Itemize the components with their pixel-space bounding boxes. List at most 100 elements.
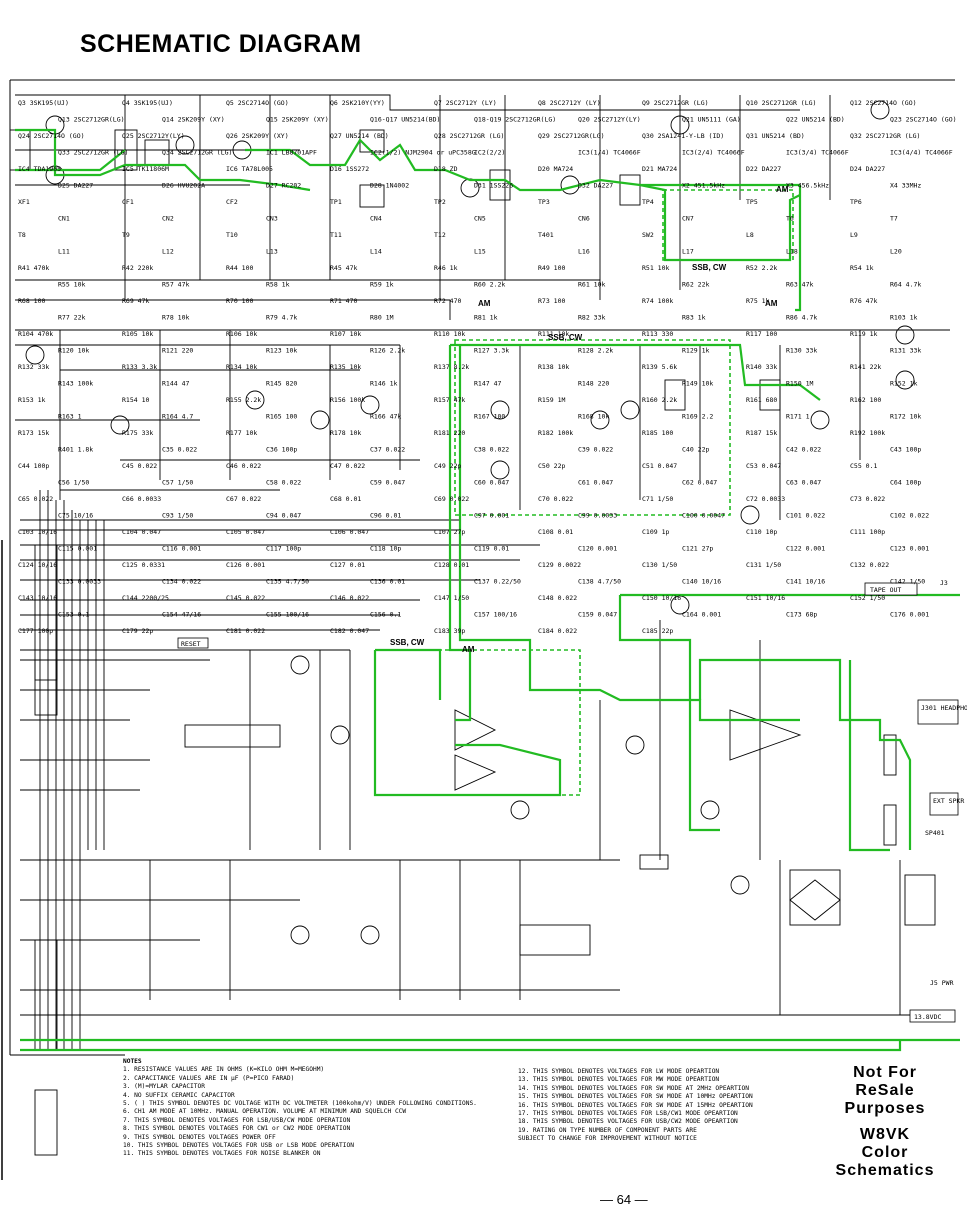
- component-label-capacitors: C47 0.022: [330, 462, 365, 470]
- note-line: 18. THIS SYMBOL DENOTES VOLTAGES FOR USB…: [518, 1118, 738, 1126]
- component-label-resistors: R135 10k: [330, 363, 361, 371]
- component-label-capacitors: C109 1p: [642, 528, 669, 536]
- component-label-resistors: R131 33k: [890, 347, 921, 355]
- component-label-resistors: R123 10k: [266, 347, 297, 355]
- component-label-capacitors: C75 10/16: [58, 512, 93, 520]
- ext-spkr-box: [929, 792, 959, 816]
- notes-right-column: 12. THIS SYMBOL DENOTES VOLTAGES FOR LW …: [518, 1068, 753, 1144]
- stamp-line-1: Not For: [853, 1064, 917, 1081]
- component-label-connectors: CN2: [162, 215, 174, 223]
- component-label-capacitors: C137 0.22/50: [474, 578, 521, 586]
- component-label-resistors: R185 100: [642, 429, 673, 437]
- component-label-connectors: CN6: [578, 215, 590, 223]
- component-label-transistors: Q25 2SC2712Y(LY): [122, 132, 185, 140]
- component-label-test_points: TP4: [642, 198, 654, 206]
- component-label-capacitors: C132 0.022: [850, 561, 889, 569]
- component-label-resistors: R401 1.8k: [58, 446, 93, 454]
- note-line: 12. THIS SYMBOL DENOTES VOLTAGES FOR LW …: [518, 1068, 720, 1075]
- component-label-diodes: D31 1SS226: [474, 182, 513, 190]
- component-label-resistors: R61 10k: [578, 281, 605, 289]
- component-label-diodes: D27 RC202: [266, 182, 301, 190]
- component-label-resistors: R141 22k: [850, 363, 881, 371]
- component-label-resistors: R107 10k: [330, 330, 361, 338]
- component-label-capacitors: C39 0.022: [578, 446, 613, 454]
- component-label-resistors: R78 10k: [162, 314, 189, 322]
- component-label-resistors: R49 100: [538, 264, 565, 272]
- ssb-cw-label-3: SSB, CW: [390, 638, 425, 647]
- component-label-capacitors: C159 0.047: [578, 611, 617, 619]
- component-label-connectors: CN3: [266, 215, 278, 223]
- component-label-transistors: Q6 2SK210Y(YY): [330, 99, 385, 107]
- component-label-crystals: X3 456.5kHz: [786, 182, 829, 190]
- component-label-capacitors: C122 0.001: [786, 545, 825, 553]
- component-label-resistors: R137 8.2k: [434, 363, 469, 371]
- stamp-line-4: W8VK: [859, 1126, 911, 1143]
- notes-left-column: 1. RESISTANCE VALUES ARE IN OHMS (K=KILO…: [123, 1066, 477, 1158]
- component-label-test_points: TP6: [850, 198, 862, 206]
- component-label-capacitors: C134 0.022: [162, 578, 201, 586]
- page-title: SCHEMATIC DIAGRAM: [80, 30, 362, 58]
- component-label-resistors: R149 10k: [682, 380, 713, 388]
- component-label-resistors: R46 1k: [434, 264, 458, 272]
- component-label-resistors: R55 10k: [58, 281, 85, 289]
- component-label-capacitors: C124 10/16: [18, 561, 57, 569]
- component-label-resistors: R60 2.2k: [474, 281, 505, 289]
- component-label-resistors: R167 100: [474, 413, 505, 421]
- component-label-inductors: L11: [58, 248, 70, 256]
- component-label-capacitors: C61 0.047: [578, 479, 613, 487]
- component-label-resistors: R73 100: [538, 297, 565, 305]
- component-label-resistors: R128 2.2k: [578, 347, 613, 355]
- component-label-capacitors: C42 0.022: [786, 446, 821, 454]
- component-label-capacitors: C97 0.001: [474, 512, 509, 520]
- component-label-resistors: R187 15k: [746, 429, 777, 437]
- component-label-capacitors: C184 0.022: [538, 627, 577, 635]
- component-label-ics: IC3(4/4) TC4066F: [890, 149, 953, 157]
- component-label-capacitors: C63 0.047: [786, 479, 821, 487]
- component-label-transistors: Q26 2SK209Y (XY): [226, 132, 289, 140]
- component-label-capacitors: C119 0.01: [474, 545, 509, 553]
- component-label-diodes: D28 1N4002: [370, 182, 409, 190]
- tape-out-box: [864, 582, 918, 596]
- component-label-resistors: R64 4.7k: [890, 281, 921, 289]
- note-line: 17. THIS SYMBOL DENOTES VOLTAGES FOR LSB…: [518, 1110, 738, 1118]
- note-line: 19. RATING ON TYPE NUMBER OF COMPONENT P…: [518, 1126, 697, 1134]
- component-label-capacitors: C130 1/50: [642, 561, 677, 569]
- component-label-transformers: T12: [434, 231, 446, 239]
- ssb-cw-label-2: SSB, CW: [548, 333, 583, 342]
- component-label-capacitors: C53 0.047: [746, 462, 781, 470]
- component-label-capacitors: C55 0.1: [850, 462, 877, 470]
- component-label-diodes: D26 HVU202A: [162, 182, 205, 190]
- component-label-diodes: D25 DA227: [58, 182, 93, 190]
- component-label-capacitors: C155 100/16: [266, 611, 309, 619]
- note-line: 8. THIS SYMBOL DENOTES VOLTAGES FOR CW1 …: [123, 1125, 351, 1133]
- component-label-capacitors: C177 100p: [18, 627, 53, 635]
- component-label-capacitors: C176 0.001: [890, 611, 929, 619]
- component-label-resistors: R129 1k: [682, 347, 709, 355]
- component-label-resistors: R155 2.2k: [226, 396, 261, 404]
- am-label-1: AM: [776, 185, 789, 194]
- component-label-resistors: R103 1k: [890, 314, 917, 322]
- component-label-crystals: X2 451.5kHz: [682, 182, 725, 190]
- component-label-ics: IC3(1/4) TC4066F: [578, 149, 641, 157]
- component-label-capacitors: C50 22p: [538, 462, 565, 470]
- component-label-resistors: R57 47k: [162, 281, 189, 289]
- component-label-inductors: L13: [266, 248, 278, 256]
- component-label-resistors: R134 10k: [226, 363, 257, 371]
- component-label-capacitors: C100 0.0047: [682, 512, 725, 520]
- component-label-capacitors: C146 0.022: [330, 594, 369, 602]
- component-label-capacitors: C127 0.01: [330, 561, 365, 569]
- component-label-resistors: R119 1k: [850, 330, 877, 338]
- note-line: 2. CAPACITANCE VALUES ARE IN µF (P=PICO …: [123, 1074, 295, 1082]
- note-line: 7. THIS SYMBOL DENOTES VOLTAGES FOR LSB/…: [123, 1116, 351, 1124]
- component-label-resistors: R139 5.6k: [642, 363, 677, 371]
- component-label-diodes: D20 MA724: [538, 165, 573, 173]
- component-label-resistors: R143 100k: [58, 380, 93, 388]
- component-label-resistors: R71 470: [330, 297, 357, 305]
- component-label-resistors: R144 47: [162, 380, 189, 388]
- component-label-diodes: D22 DA227: [746, 165, 781, 173]
- component-label-transistors: Q10 2SC2712GR (LG): [746, 99, 816, 107]
- component-label-resistors: R82 33k: [578, 314, 605, 322]
- component-label-transformers: T401: [538, 231, 554, 239]
- component-label-capacitors: C46 0.022: [226, 462, 261, 470]
